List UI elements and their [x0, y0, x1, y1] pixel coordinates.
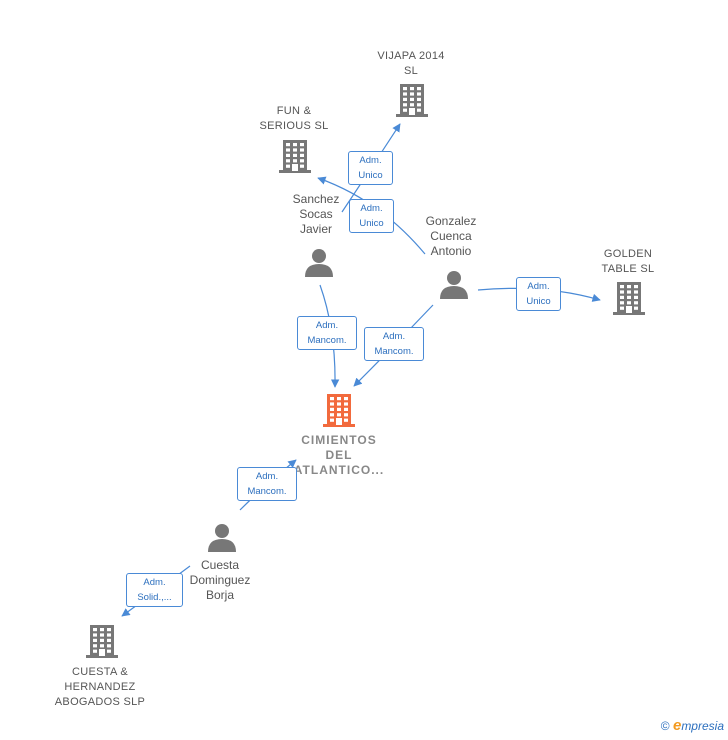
brand-logo-text: mpresia	[681, 719, 724, 733]
node-label-fun[interactable]: FUN & SERIOUS SL	[259, 105, 329, 132]
node-label-gonzalez[interactable]: Gonzalez Cuenca Antonio	[425, 214, 477, 258]
edge-label-adm-mancom[interactable]: Adm. Mancom.	[364, 327, 424, 361]
node-label-cuesta-hernandez[interactable]: CUESTA & HERNANDEZ ABOGADOS SLP	[54, 666, 146, 708]
person-icon[interactable]	[305, 249, 333, 277]
edge-label-adm-mancom[interactable]: Adm. Mancom.	[297, 316, 357, 350]
building-icon[interactable]	[396, 84, 428, 117]
building-icon[interactable]	[279, 140, 311, 173]
edge-label-adm-unico[interactable]: Adm. Unico	[349, 199, 394, 233]
person-icon[interactable]	[440, 271, 468, 299]
edge-label-adm-solid[interactable]: Adm. Solid.,...	[126, 573, 183, 607]
copyright-symbol: ©	[660, 719, 670, 733]
node-label-vijapa[interactable]: VIJAPA 2014 SL	[377, 50, 445, 77]
node-label-cimientos[interactable]: CIMIENTOS DEL ATLANTICO...	[293, 433, 385, 477]
node-label-cuesta-borja[interactable]: Cuesta Dominguez Borja	[189, 558, 251, 602]
footer-brand: © empresia	[661, 717, 724, 734]
brand-logo-initial: e	[672, 717, 682, 734]
edge-label-adm-mancom[interactable]: Adm. Mancom.	[237, 467, 297, 501]
node-label-sanchez[interactable]: Sanchez Socas Javier	[292, 192, 340, 236]
edge-label-adm-unico[interactable]: Adm. Unico	[348, 151, 393, 185]
building-icon[interactable]	[86, 625, 118, 658]
building-icon[interactable]	[323, 394, 355, 427]
node-label-golden[interactable]: GOLDEN TABLE SL	[601, 248, 655, 275]
edge-label-adm-unico[interactable]: Adm. Unico	[516, 277, 561, 311]
building-icon[interactable]	[613, 282, 645, 315]
person-icon[interactable]	[208, 524, 236, 552]
